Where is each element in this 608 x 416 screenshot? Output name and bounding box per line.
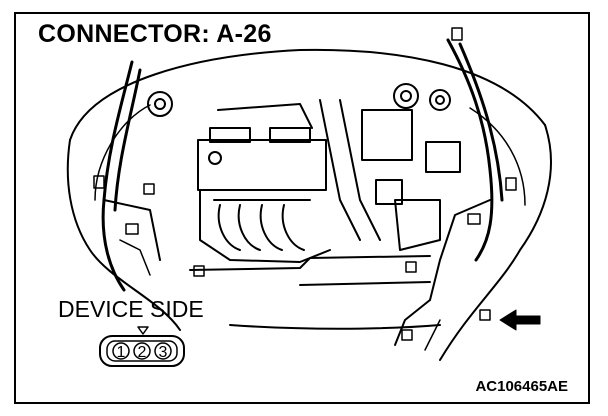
page-title: CONNECTOR: A-26 <box>38 20 272 48</box>
connector-pin-3: 3 <box>159 344 168 361</box>
intake-runners <box>213 199 311 251</box>
engine-block <box>197 99 381 263</box>
connector-a26: 1 2 3 <box>99 335 185 367</box>
figure-frame <box>14 12 590 404</box>
connector-pin-1: 1 <box>117 344 126 361</box>
figure-code: AC106465AE <box>475 378 568 395</box>
harness-connectors <box>93 27 517 341</box>
connector-pin-2: 2 <box>138 344 147 361</box>
left-harness <box>101 60 161 292</box>
reservoirs <box>147 83 451 117</box>
device-side-label: DEVICE SIDE <box>58 296 204 322</box>
crossmember <box>189 255 441 330</box>
battery-area <box>361 109 461 251</box>
arrow-left-icon <box>499 309 541 331</box>
right-harness <box>394 38 504 351</box>
triangle-down-icon <box>137 326 149 335</box>
